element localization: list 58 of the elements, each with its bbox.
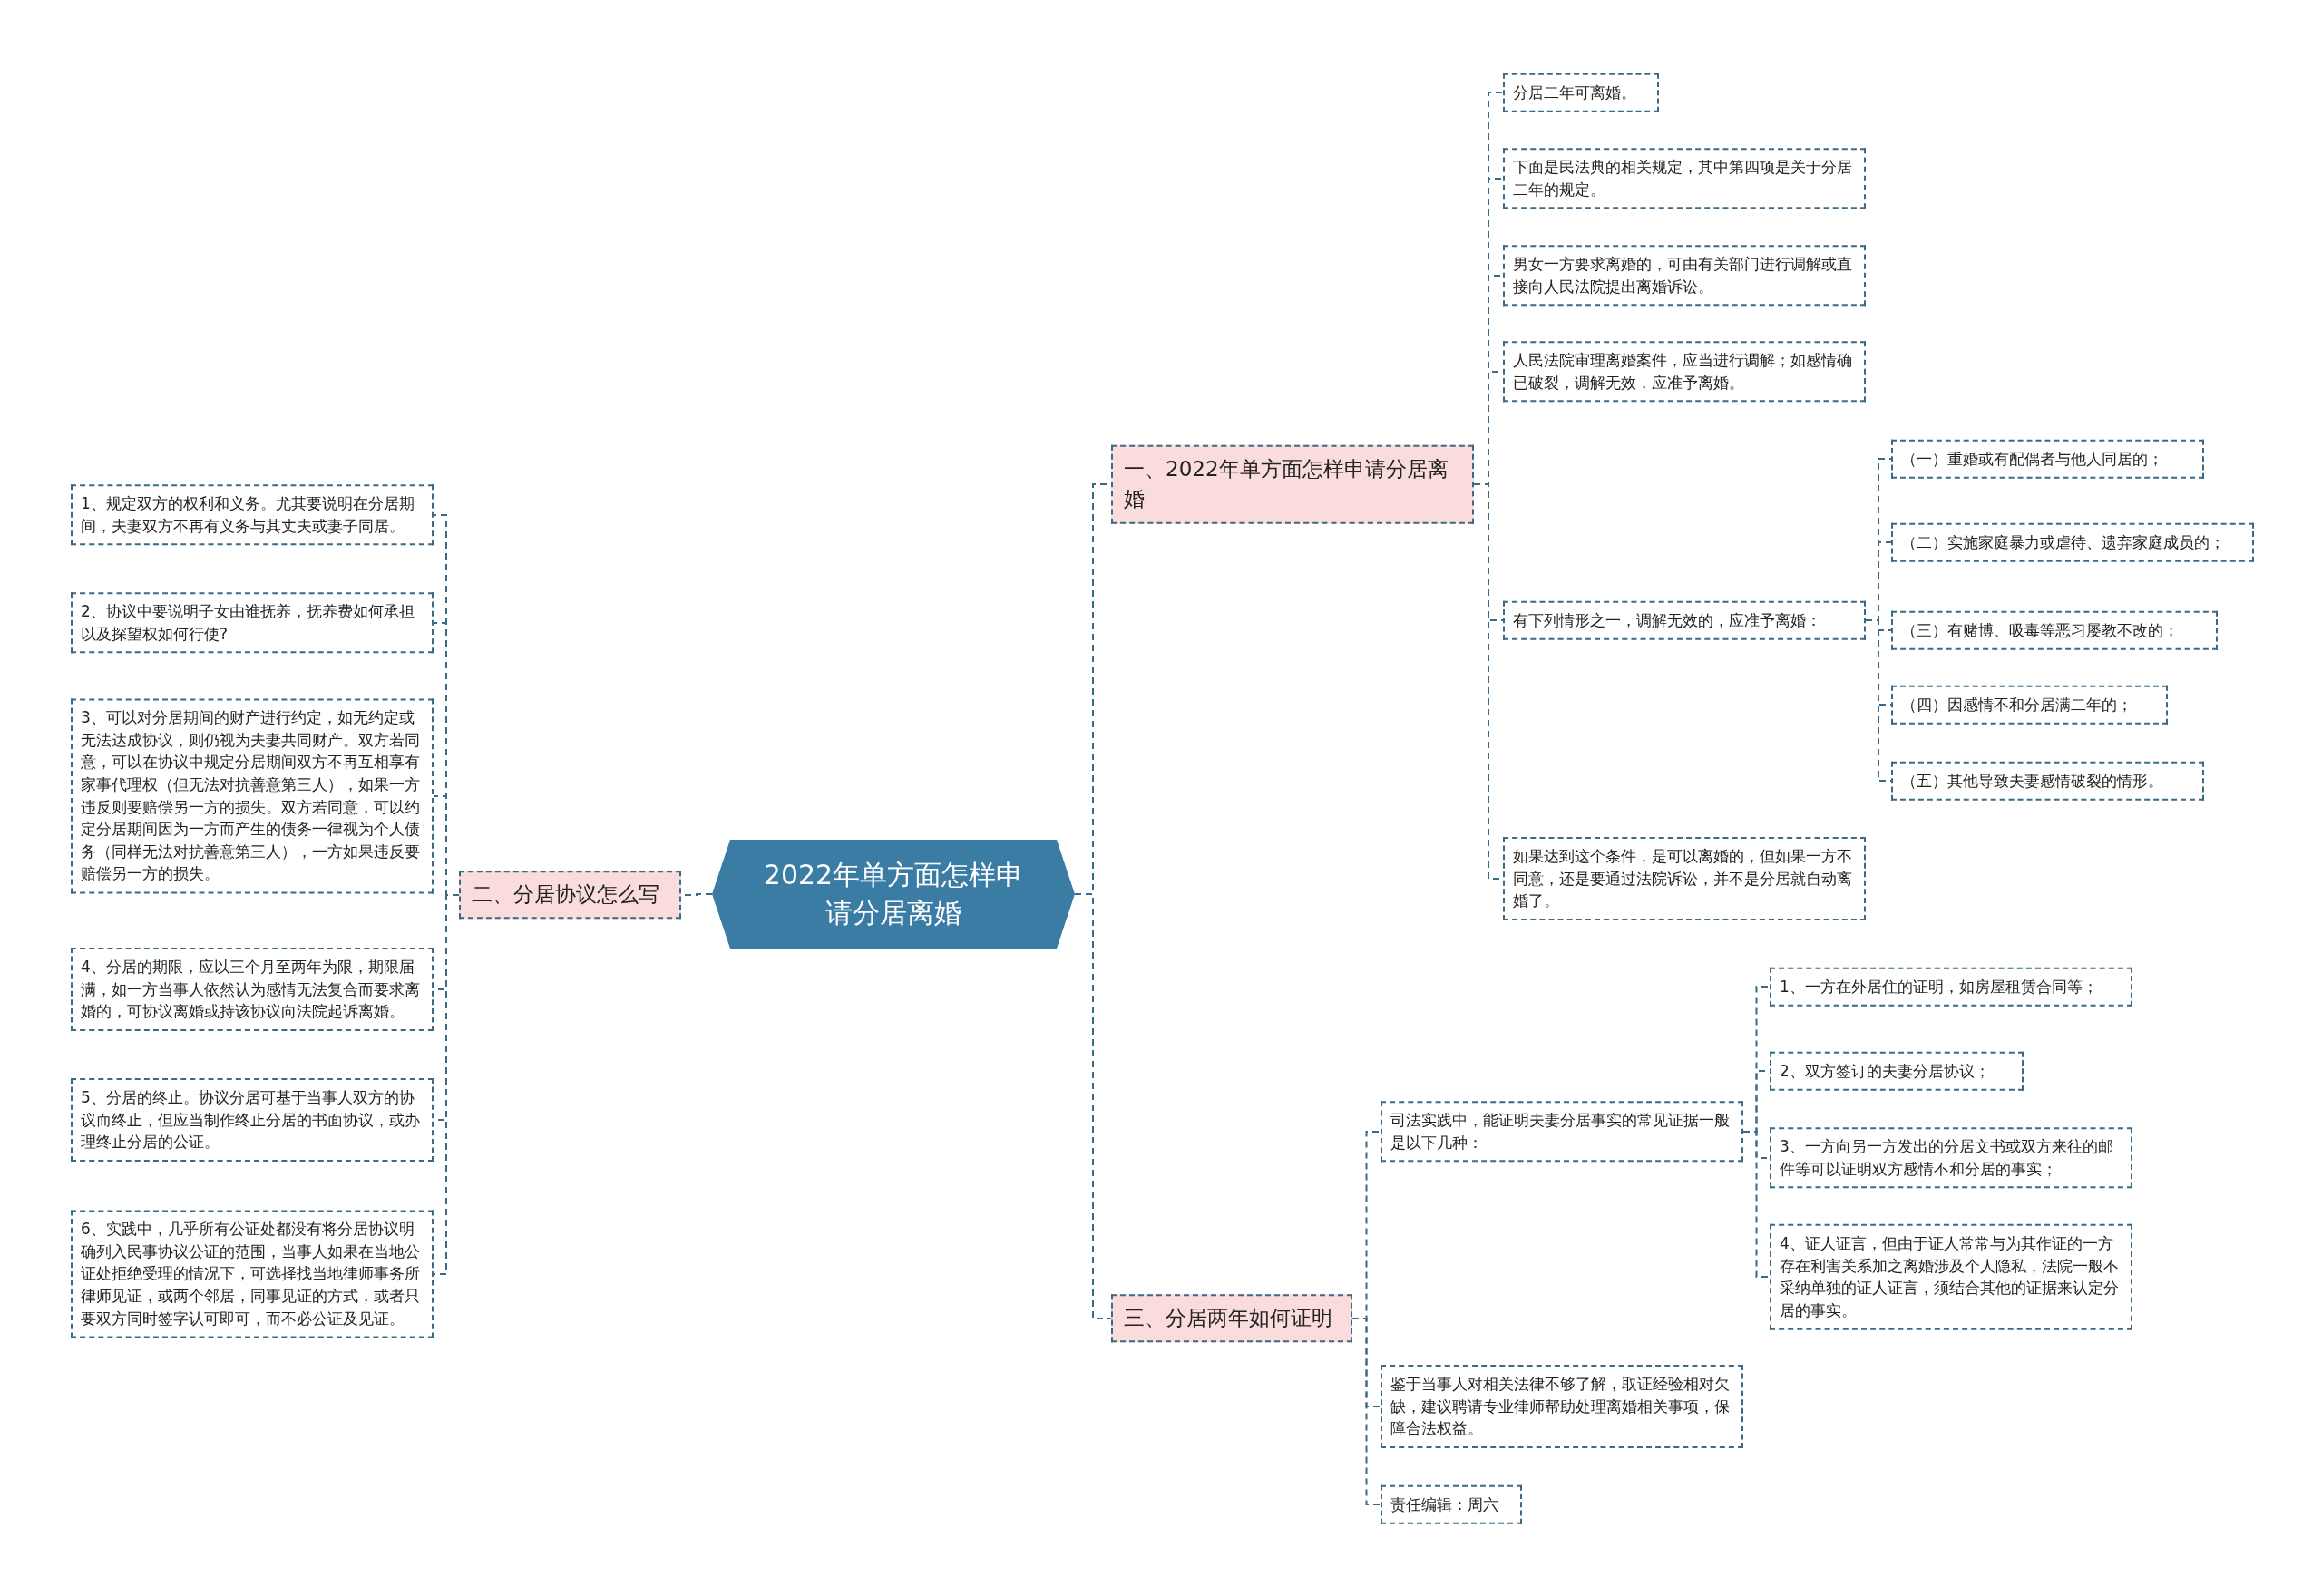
node-text: 2、协议中要说明子女由谁抚养，抚养费如何承担以及探望权如何行使? xyxy=(81,602,415,643)
note-box xyxy=(71,948,434,1031)
node-text: 5、分居的终止。协议分居可基于当事人双方的协议而终止，但应当制作终止分居的书面协议，或办理终止分居的公证。 xyxy=(81,1088,420,1152)
node-text: （四）因感情不和分居满二年的； xyxy=(1901,695,2132,714)
node-text: 人民法院审理离婚案件，应当进行调解；如感情确已破裂，调解无效，应准予离婚。 xyxy=(1513,351,1852,392)
note-box xyxy=(1503,837,1866,920)
node-text: 司法实践中，能证明夫妻分居事实的常见证据一般是以下几种： xyxy=(1390,1111,1730,1152)
node-text: （三）有赌博、吸毒等恶习屡教不改的； xyxy=(1901,620,2179,639)
node-text: 分居二年可离婚。 xyxy=(1513,83,1636,102)
note-box xyxy=(1503,600,1866,640)
note-box xyxy=(1770,1127,2132,1189)
node-text: 二、分居协议怎么写 xyxy=(472,882,659,907)
note-box xyxy=(1770,1223,2132,1330)
node-text: （二）实施家庭暴力或虐待、遗弃家庭成员的； xyxy=(1901,532,2225,551)
node-text: 三、分居两年如何证明 xyxy=(1124,1306,1332,1330)
note-box xyxy=(1770,967,2132,1007)
node-text: 如果达到这个条件，是可以离婚的，但如果一方不同意，还是要通过法院诉讼，并不是分居就自动离婚了。 xyxy=(1513,847,1852,910)
node-text: 下面是民法典的相关规定，其中第四项是关于分居二年的规定。 xyxy=(1513,158,1852,199)
note-box xyxy=(71,592,434,654)
node-text: 鉴于当事人对相关法律不够了解，取证经验相对欠缺，建议聘请专业律师帮助处理离婚相关事项，保障合法权益。 xyxy=(1390,1375,1730,1438)
note-box xyxy=(1381,1484,1522,1524)
note-box xyxy=(71,484,434,546)
note-box xyxy=(1891,610,2218,650)
branch-topic-box xyxy=(459,871,681,920)
note-box xyxy=(71,1210,434,1338)
note-box xyxy=(71,1078,434,1162)
note-box xyxy=(1503,73,1659,112)
branch-topic-box xyxy=(1111,1294,1352,1343)
node-text: （五）其他导致夫妻感情破裂的情形。 xyxy=(1901,771,2163,790)
node-text: 3、可以对分居期间的财产进行约定，如无约定或无法达成协议，则仍视为夫妻共同财产。双方若同意，可以在协议中规定分居期间双方不再互相享有家事代理权（但无法对抗善意第三人），如果一方违反则要赔偿另一方的损失。双方若同意，可以约定分居期间因为一方而产生的债务一律视为个人债务（同样无法对抗善意第三人），一方如果违反要赔偿另一方的损失。 xyxy=(81,708,420,883)
node-text: 3、一方向另一方发出的分居文书或双方来往的邮件等可以证明双方感情不和分居的事实； xyxy=(1780,1137,2113,1178)
branch-topic-box xyxy=(1111,444,1474,524)
node-text: 2022年单方面怎样申请分居离婚 xyxy=(762,858,1025,930)
note-box xyxy=(71,698,434,894)
node-text: 2、双方签订的夫妻分居协议； xyxy=(1780,1061,1990,1080)
connector-line xyxy=(1351,1318,1381,1505)
central-topic-hexagon xyxy=(712,840,1075,949)
note-box xyxy=(1503,341,1866,403)
note-box xyxy=(1381,1365,1743,1448)
note-box xyxy=(1891,439,2204,479)
node-text: （一）重婚或有配偶者与他人同居的； xyxy=(1901,449,2163,468)
node-text: 责任编辑：周六 xyxy=(1390,1494,1498,1513)
node-text: 男女一方要求离婚的，可由有关部门进行调解或直接向人民法院提出离婚诉讼。 xyxy=(1513,255,1852,296)
note-box xyxy=(1891,685,2168,725)
node-text: 有下列情形之一，调解无效的，应准予离婚： xyxy=(1513,610,1821,629)
note-box xyxy=(1891,761,2204,801)
note-box xyxy=(1891,522,2254,562)
note-box xyxy=(1503,148,1866,209)
node-text: 1、规定双方的权利和义务。尤其要说明在分居期间，夫妻双方不再有义务与其丈夫或妻子同居。 xyxy=(81,494,415,535)
note-box xyxy=(1770,1051,2024,1091)
node-text: 1、一方在外居住的证明，如房屋租赁合同等； xyxy=(1780,977,2098,996)
connector-line xyxy=(1742,1131,1771,1278)
node-text: 4、证人证言，但由于证人常常与为其作证的一方存在利害关系加之离婚涉及个人隐私，法院一般不采纳单独的证人证言，须结合其他的证据来认定分居的事实。 xyxy=(1780,1233,2119,1319)
node-text: 4、分居的期限，应以三个月至两年为限，期限届满，如一方当事人依然认为感情无法复合而要求离婚的，可协议离婚或持该协议向法院起诉离婚。 xyxy=(81,958,420,1021)
note-box xyxy=(1381,1101,1743,1163)
node-text: 一、2022年单方面怎样申请分居离婚 xyxy=(1124,456,1449,511)
node-text: 6、实践中，几乎所有公证处都没有将分居协议明确列入民事协议公证的范围，当事人如果在当地公证处拒绝受理的情况下，可选择找当地律师事务所律师见证，或两个邻居，同事见证的方式，或者只要双方同时签字认可即可，而不必公证及见证。 xyxy=(81,1220,420,1328)
note-box xyxy=(1503,245,1866,307)
